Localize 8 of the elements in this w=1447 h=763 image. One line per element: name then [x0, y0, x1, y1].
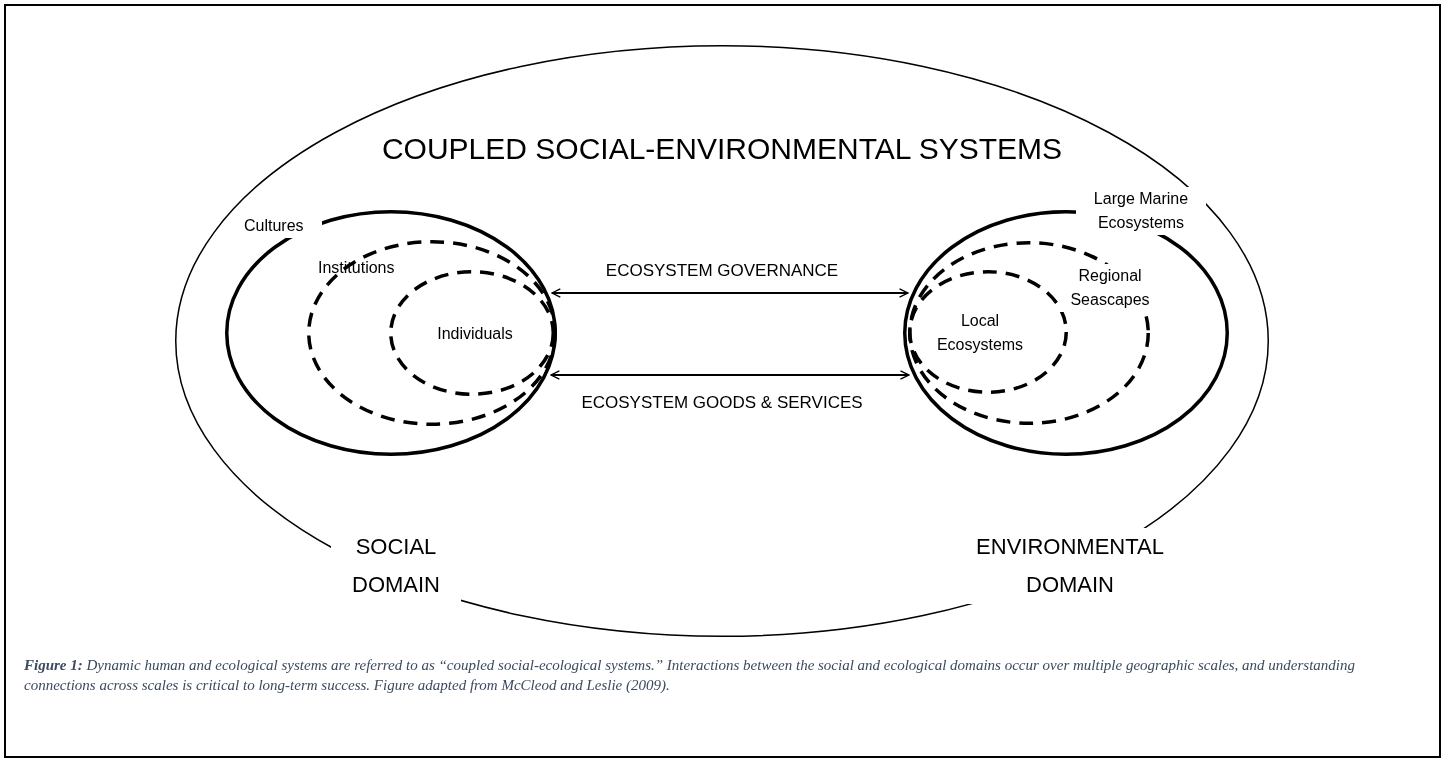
double-arrow [550, 370, 910, 380]
ellipse-label: Institutions [318, 258, 396, 278]
figure-caption: Figure 1: Dynamic human and ecological systems are referred to as “coupled social-ecological systems.” Interactions between the social and ecological domains occur over multiple geographic scales, and understanding connections across scales is critical to long-term success. Figure adapted from McCleod and Leslie (2009). [24, 656, 1357, 695]
ellipse-label: Large Marine Ecosystems [1076, 187, 1206, 235]
ellipse-label: Individuals [436, 324, 514, 344]
ellipse-heading: COUPLED SOCIAL-ENVIRONMENTAL SYSTEMS [380, 131, 1064, 167]
ellipse-label: Local Ecosystems [935, 311, 1025, 355]
double-arrow [551, 288, 909, 298]
